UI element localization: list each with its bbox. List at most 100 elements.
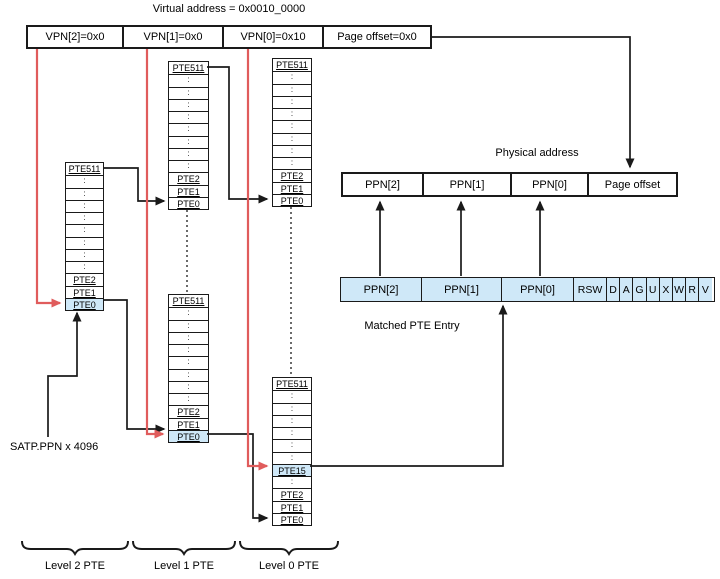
pte-row: : [169, 147, 208, 160]
arrow-l2-pte511-to-l1-table [103, 167, 166, 206]
pte-row: PTE2 [273, 169, 311, 181]
arrow-l2-pte0-to-l1-table [103, 299, 166, 434]
physical-address-field: Page offset [587, 174, 676, 195]
pte-row: PTE0 [273, 193, 311, 206]
pte-row: PTE511 [172, 296, 205, 306]
pte-row: PTE1 [66, 285, 103, 298]
arrow-l1-pte511-to-l0-table [207, 66, 269, 204]
pte-row: PTE0 [66, 297, 103, 310]
pte-row: : [169, 319, 208, 332]
pte-row: : [66, 248, 103, 261]
pte-row: : [66, 199, 103, 212]
level0-brace [239, 540, 339, 557]
arrow-satp-to-l2-table [47, 311, 82, 437]
pte-row: PTE0 [169, 196, 208, 209]
pte-row: PTE0 [169, 429, 208, 442]
pte-row: : [169, 368, 208, 381]
level2-brace [21, 540, 129, 557]
matched-pte-field: RSW [573, 278, 606, 301]
pte-row: : [169, 356, 208, 368]
pte-row: : [169, 135, 208, 148]
physical-address-field: PPN[0] [510, 174, 587, 195]
physical-address-field: PPN[1] [422, 174, 510, 195]
pte-row: PTE511 [172, 63, 205, 73]
pte-row: : [273, 439, 311, 451]
pte-row: : [66, 224, 103, 236]
pte-row: PTE2 [169, 172, 208, 184]
matched-pte-field: W [671, 278, 686, 301]
pte-row: : [273, 71, 311, 83]
virtual-address-field: VPN[1]=0x0 [122, 27, 222, 47]
pte-row: PTE2 [273, 488, 311, 500]
virtual-address-title: Virtual address = 0x0010_0000 [152, 3, 306, 15]
matched-pte-field: PPN[0] [501, 278, 573, 301]
pte-row: : [169, 98, 208, 111]
arrow-l1-pte0-to-l0-table [207, 433, 269, 523]
pte-row: : [273, 120, 311, 132]
pte-row: PTE2 [169, 405, 208, 417]
pte-row: : [169, 331, 208, 344]
virtual-address-field: Page offset=0x0 [322, 27, 430, 47]
pte-row: PTE511 [276, 60, 308, 70]
pte-row: PTE1 [273, 500, 311, 513]
pte-row: : [273, 451, 311, 464]
pte-row: : [169, 393, 208, 405]
level1-brace [132, 540, 236, 557]
matched-pte-field: G [632, 278, 646, 301]
pte-row: : [169, 307, 208, 319]
virtual-address-field: VPN[2]=0x0 [45, 31, 105, 43]
pte-row: : [273, 476, 311, 488]
pte-row: : [273, 414, 311, 427]
pte-row: PTE1 [273, 181, 311, 194]
pte-row: : [273, 108, 311, 120]
matched-pte-caption: Matched PTE Entry [364, 320, 460, 332]
pte-row: : [66, 212, 103, 224]
pte-row: : [273, 83, 311, 96]
pte-row: : [169, 111, 208, 123]
physical-address-title: Physical address [495, 147, 579, 159]
pte-row: PTE1 [169, 184, 208, 197]
pte-row: : [273, 157, 311, 169]
level1-pte-label: Level 1 PTE [154, 560, 214, 572]
matched-pte-field: R [685, 278, 699, 301]
pte-row: PTE511 [68, 164, 101, 174]
matched-pte-field: X [658, 278, 672, 301]
level0-pte-label: Level 0 PTE [259, 560, 319, 572]
pte-row: : [273, 402, 311, 415]
pte-row: : [66, 175, 103, 187]
arrow-vpn1-select-pte0 [145, 49, 165, 439]
pte-row: PTE2 [66, 273, 103, 285]
pte-row: : [169, 86, 208, 99]
arrow-vpn0-select-pte15 [246, 49, 269, 471]
matched-pte-field: PPN[1] [421, 278, 501, 301]
pte-row: : [273, 390, 311, 402]
pte-row: : [273, 427, 311, 439]
arrow-vpn2-select-pte0 [35, 49, 62, 308]
pte-row: : [169, 74, 208, 86]
pte-row: : [66, 261, 103, 273]
physical-address-field: PPN[2] [365, 178, 400, 191]
pte-row: : [66, 236, 103, 249]
pte-row: : [273, 144, 311, 157]
pte-row: : [169, 344, 208, 356]
pte-row: : [273, 132, 311, 145]
pte-row: PTE511 [276, 379, 308, 389]
pte-row: : [169, 380, 208, 393]
pte-row: : [273, 95, 311, 108]
matched-pte-field: PPN[2] [341, 278, 421, 301]
pte-row: PTE1 [169, 417, 208, 430]
matched-pte-field: D [606, 278, 620, 301]
pte-row: : [169, 123, 208, 135]
matched-pte-field: A [619, 278, 633, 301]
pte-row: PTE0 [273, 512, 311, 525]
pte-row: : [169, 160, 208, 172]
physical-address-box: PPN[2] PPN[1]PPN[0]Page offset [341, 172, 678, 197]
virtual-address-field: VPN[0]=0x10 [222, 27, 322, 47]
